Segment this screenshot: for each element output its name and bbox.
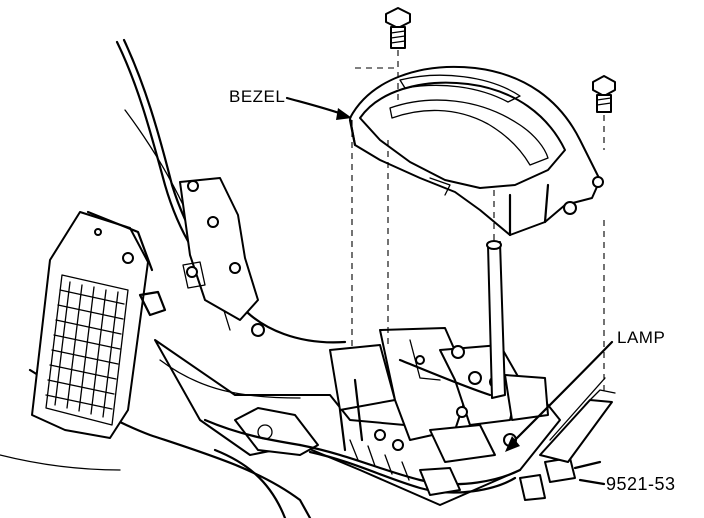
figure-leader (578, 478, 606, 486)
bezel-label: BEZEL (229, 87, 286, 106)
shift-lever (486, 240, 506, 399)
bezel-cover (348, 65, 604, 237)
arrow-icon (285, 96, 352, 120)
alignment-lines (351, 50, 605, 395)
figure-number: 9521-53 (606, 474, 676, 494)
shifter-base (154, 339, 561, 506)
screw-icon (385, 7, 411, 49)
side-bracket (539, 377, 616, 463)
accelerator-pedal (31, 210, 167, 439)
lamp-label: LAMP (617, 328, 666, 347)
pedal-bracket (179, 177, 265, 337)
wiring-harness (298, 439, 602, 501)
shifter-mechanism (329, 327, 549, 463)
screw-icon (592, 75, 616, 113)
arrow-icon (505, 340, 614, 452)
